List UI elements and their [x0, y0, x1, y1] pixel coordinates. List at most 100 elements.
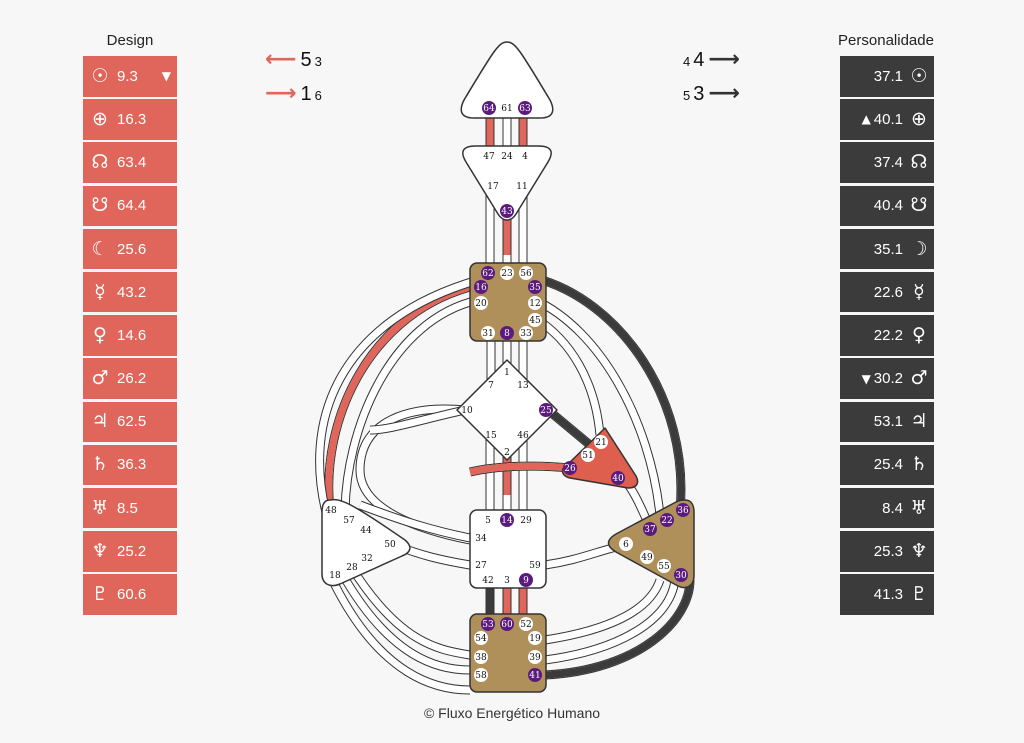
gate-13: 13 — [517, 381, 529, 391]
gate-58: 58 — [475, 671, 487, 681]
gate-2: 2 — [504, 448, 510, 458]
personality-row: 22.2♀ — [840, 315, 934, 356]
gate-49: 49 — [641, 553, 653, 563]
gate-64: 64 — [483, 104, 495, 114]
gate-55-circle — [657, 559, 671, 573]
throat-center — [469, 262, 547, 342]
moon-icon: ☾ — [91, 237, 109, 260]
gate-37-circle — [643, 522, 657, 536]
gate-21-circle — [594, 435, 608, 449]
gate-37: 37 — [644, 525, 656, 535]
channel-25-51-personality — [545, 407, 593, 448]
gate-63: 63 — [519, 104, 531, 114]
head-center — [460, 41, 554, 119]
gate-27: 27 — [475, 561, 487, 571]
planet-value: 25.2 — [117, 542, 147, 560]
personality-row: 41.3♇ — [840, 574, 934, 615]
variable-number: 4 — [693, 49, 705, 71]
gate-21: 21 — [595, 438, 606, 448]
planet-value: 25.4 — [873, 456, 903, 474]
gate-44: 44 — [360, 526, 372, 536]
gate-23-circle — [500, 266, 514, 280]
design-row: ☋64.4 — [83, 185, 177, 227]
arrow-right-icon: ⟶ — [265, 81, 297, 106]
exalted-icon: ▲ — [861, 112, 871, 127]
saturn-icon: ♄ — [91, 453, 109, 476]
venus-icon: ♀ — [912, 323, 926, 346]
gate-10: 10 — [461, 406, 473, 416]
channel-20-57 — [341, 296, 479, 516]
gate-5: 5 — [485, 516, 491, 526]
planet-value: 8.5 — [117, 499, 138, 517]
gate-40: 40 — [612, 474, 624, 484]
sacral-center — [469, 509, 547, 589]
planet-value: 9.3 — [117, 67, 138, 85]
variable-sub: 3 — [314, 54, 322, 69]
gate-31-circle — [481, 326, 495, 340]
gate-20-circle — [474, 296, 488, 310]
mars-icon: ♂ — [910, 367, 928, 390]
personality-title: Personalidade — [838, 32, 934, 49]
neptune-icon: ♆ — [910, 539, 928, 562]
variable-number: 1 — [300, 83, 312, 105]
gate-1: 1 — [504, 368, 510, 378]
north-node-icon: ☊ — [910, 151, 928, 174]
gate-8: 8 — [504, 329, 510, 339]
planet-value: 16.3 — [117, 110, 147, 128]
gate-36: 36 — [677, 506, 689, 516]
planet-value: 36.3 — [117, 456, 147, 474]
personality-row: ▲40.1⊕ — [840, 99, 934, 140]
planet-value: 40.4 — [873, 197, 903, 215]
personality-row: 40.4☋ — [840, 185, 934, 227]
earth-icon: ⊕ — [911, 107, 927, 130]
gate-34: 34 — [475, 534, 487, 544]
gate-25-circle — [539, 403, 553, 417]
channel-32-54 — [347, 563, 471, 659]
gate-14: 14 — [501, 516, 513, 526]
gate-47: 47 — [483, 152, 495, 162]
gate-12-circle — [528, 296, 542, 310]
planet-value: 60.6 — [117, 586, 147, 603]
planet-value: 25.3 — [873, 542, 903, 560]
planet-value: 62.5 — [117, 413, 147, 431]
gate-51-circle — [581, 448, 595, 462]
gate-41-circle — [528, 668, 542, 682]
gate-46: 46 — [517, 431, 529, 441]
channel-18-58 — [326, 573, 471, 694]
channel-34-57 — [358, 501, 471, 542]
uranus-icon: ♅ — [910, 496, 928, 519]
jupiter-icon: ♃ — [910, 410, 928, 433]
arrow-left-icon: ⟵ — [265, 47, 297, 72]
gate-23: 23 — [501, 269, 513, 279]
footer-copyright: © Fluxo Energético Humano — [423, 705, 601, 721]
g-center — [456, 359, 558, 461]
personality-row: 8.4♅ — [840, 487, 934, 529]
gate-60: 60 — [501, 620, 513, 630]
planet-value: 43.2 — [117, 283, 147, 301]
gate-64-circle — [482, 101, 496, 115]
gate-35: 35 — [529, 283, 541, 293]
variable-left-bottom: ⟶ 1 6 — [265, 81, 325, 106]
gate-39-circle — [528, 650, 542, 664]
mars-icon: ♂ — [91, 367, 109, 390]
gate-28: 28 — [346, 563, 358, 573]
gate-24: 24 — [501, 152, 513, 162]
personality-column: 37.1☉▲40.1⊕37.4☊40.4☋35.1☽22.6☿22.2♀▼30.… — [840, 56, 934, 617]
design-title: Design — [106, 32, 154, 49]
design-row: ♄ 36.3 — [83, 444, 177, 486]
gate-32: 32 — [361, 554, 372, 564]
variable-sub: 6 — [314, 88, 322, 103]
gate-52-circle — [519, 617, 533, 631]
gate-56: 56 — [520, 269, 532, 279]
gate-4: 4 — [522, 152, 528, 162]
jupiter-icon: ♃ — [91, 410, 109, 433]
personality-row: 37.4☊ — [840, 142, 934, 183]
design-row: ♅8.5 — [83, 487, 177, 529]
planet-value: 35.1 — [873, 240, 903, 258]
planet-value: 25.6 — [117, 240, 147, 258]
planet-value: 53.1 — [873, 413, 903, 431]
gate-16: 16 — [475, 283, 487, 293]
saturn-icon: ♄ — [910, 453, 928, 476]
gate-19: 19 — [529, 634, 541, 644]
